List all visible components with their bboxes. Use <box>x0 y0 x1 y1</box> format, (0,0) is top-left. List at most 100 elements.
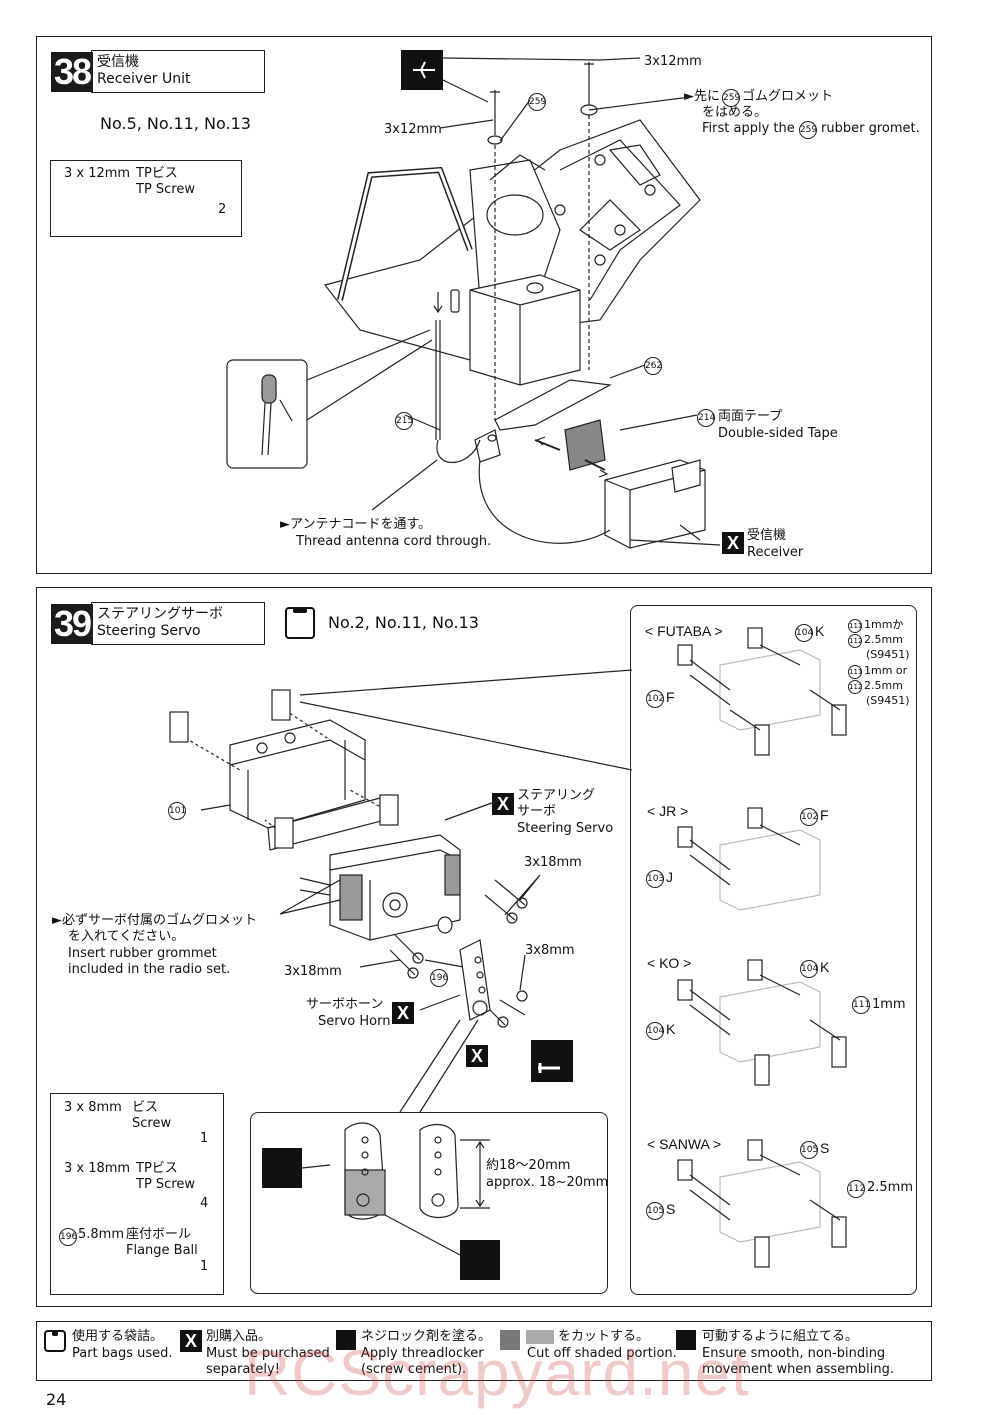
parts-name-jp: ビス <box>132 1100 159 1115</box>
parts-size: 5.8mm <box>78 1227 125 1242</box>
servo-jp2: サーボ <box>517 804 557 819</box>
shaded-swatch <box>526 1330 554 1344</box>
legend-move-en1: Ensure smooth, non-binding <box>702 1346 886 1361</box>
part-196-label: 196 <box>59 1228 77 1246</box>
step-38-title-en: Receiver Unit <box>97 71 191 87</box>
watermark: RCScrapyard.net <box>244 1337 750 1409</box>
gromet-jp1: ►必ずサーボ付属のゴムグロメット <box>52 913 257 928</box>
movement-icon <box>676 1330 696 1350</box>
cut-icon <box>500 1330 520 1350</box>
threadlocker-icon <box>336 1330 356 1350</box>
legend-purchase-en2: separately! <box>206 1362 280 1377</box>
screw-label: 3x12mm <box>384 122 442 137</box>
part-102-label: 102 <box>800 808 818 826</box>
parts-size: 3 x 18mm <box>64 1161 131 1176</box>
screw-label: 3x18mm <box>524 855 582 870</box>
step-38-parts-box <box>50 160 242 237</box>
cut-icon <box>460 1240 500 1280</box>
parts-name-jp: 座付ボール <box>126 1227 192 1242</box>
step-39-title: ステアリングサーボ Steering Servo <box>91 602 265 645</box>
part-104-label: 104 <box>646 1022 664 1040</box>
part-105-label: 105 <box>646 1202 664 1220</box>
gromet-jp2: を入れてください。 <box>68 929 185 944</box>
part-111-label: 111 <box>852 996 870 1014</box>
brand-jr: < JR > <box>647 803 689 819</box>
step-39-title-en: Steering Servo <box>97 623 201 639</box>
part-196-label: 196 <box>430 969 448 987</box>
tape-en: Double-sided Tape <box>718 426 838 441</box>
legend-purchase-jp: 別購入品。 <box>206 1329 272 1344</box>
bag-icon <box>44 1330 66 1352</box>
part-102-label: 102 <box>646 690 664 708</box>
gromet-en2: included in the radio set. <box>68 962 231 977</box>
legend-cut-en: Cut off shaded portion. <box>527 1346 677 1361</box>
purchase-separately-icon: X <box>492 793 514 815</box>
tape-jp: 両面テープ <box>718 409 783 424</box>
brand-letter: K <box>815 623 825 639</box>
legend-move-en2: movement when assembling. <box>702 1362 894 1377</box>
parts-name-en: Flange Ball <box>126 1243 198 1258</box>
legend-lock-en2: (screw cement). <box>361 1362 467 1377</box>
parts-name-en: Screw <box>132 1116 172 1131</box>
step-38-title-jp: 受信機 <box>97 54 139 70</box>
servo-jp1: ステアリング <box>517 788 596 803</box>
step-39-parts-box <box>50 1093 224 1295</box>
bag-icon <box>285 607 315 639</box>
part-103-label: 103 <box>646 870 664 888</box>
step-39-title-jp: ステアリングサーボ <box>97 606 223 622</box>
parts-name-jp: TPビス <box>136 1161 178 1176</box>
part-111-label: 111 <box>848 665 862 679</box>
antenna-jp: ►アンテナコードを通す。 <box>280 517 432 532</box>
screw-label: 3x18mm <box>284 964 342 979</box>
legend-bags-en: Part bags used. <box>72 1346 173 1361</box>
step-39-number: 39 <box>51 603 93 644</box>
legend-move-jp: 可動するように組立てる。 <box>702 1329 859 1344</box>
legend-purchase-en1: Must be purchased <box>206 1346 330 1361</box>
parts-size: 3 x 8mm <box>64 1100 122 1115</box>
parts-name-en: TP Screw <box>136 182 196 197</box>
part-104-label: 104 <box>800 960 818 978</box>
parts-qty: 1 <box>200 1259 209 1274</box>
brand-sanwa: < SANWA > <box>647 1136 722 1152</box>
part-104-label: 104 <box>795 624 813 642</box>
parts-qty: 4 <box>200 1196 209 1211</box>
cut-icon <box>262 1148 302 1188</box>
gromet-note-jp3: をはめる。 <box>702 105 768 120</box>
brand-letter: F <box>666 689 675 705</box>
step-38-bags: No.5, No.11, No.13 <box>100 114 251 133</box>
parts-qty: 1 <box>200 1131 209 1146</box>
receiver-en: Receiver <box>747 545 804 560</box>
purchase-separately-icon: X <box>180 1330 202 1352</box>
step-38-title: 受信機 Receiver Unit <box>91 50 265 93</box>
servo-en: Steering Servo <box>517 821 614 836</box>
horn-jp: サーボホーン <box>306 997 384 1012</box>
gromet-note-en: First apply the 259 rubber gromet. <box>702 121 920 139</box>
step-38-diagram <box>226 57 721 549</box>
part-111-label: 111 <box>848 619 862 633</box>
part-262-label: 262 <box>644 357 662 375</box>
parts-qty: 2 <box>218 202 227 217</box>
legend-cut-jp: をカットする。 <box>558 1329 650 1344</box>
antenna-en: Thread antenna cord through. <box>296 534 492 549</box>
step-39-bags: No.2, No.11, No.13 <box>328 613 479 632</box>
purchase-separately-icon: X <box>722 532 744 554</box>
parts-size: 3 x 12mm <box>64 166 131 181</box>
brand-futaba: < FUTABA > <box>645 623 723 639</box>
part-101-label: 101 <box>168 802 186 820</box>
screw-label: 3x8mm <box>525 943 575 958</box>
receiver-jp: 受信機 <box>747 528 787 543</box>
brand-ko: < KO > <box>647 955 692 971</box>
step-38-number: 38 <box>51 51 93 92</box>
legend-lock-en1: Apply threadlocker <box>361 1346 484 1361</box>
gromet-en1: Insert rubber grommet <box>68 946 217 961</box>
horn-en: Servo Horn <box>318 1014 391 1029</box>
part-105-label: 105 <box>800 1141 818 1159</box>
purchase-separately-icon: X <box>392 1002 414 1024</box>
legend-lock-jp: ネジロック剤を塗る。 <box>361 1329 492 1344</box>
part-112-label: 112 <box>847 1180 865 1198</box>
part-214-label: 214 <box>697 409 715 427</box>
parts-name-jp: TPビス <box>136 166 178 181</box>
legend-bags-jp: 使用する袋詰。 <box>72 1329 164 1344</box>
